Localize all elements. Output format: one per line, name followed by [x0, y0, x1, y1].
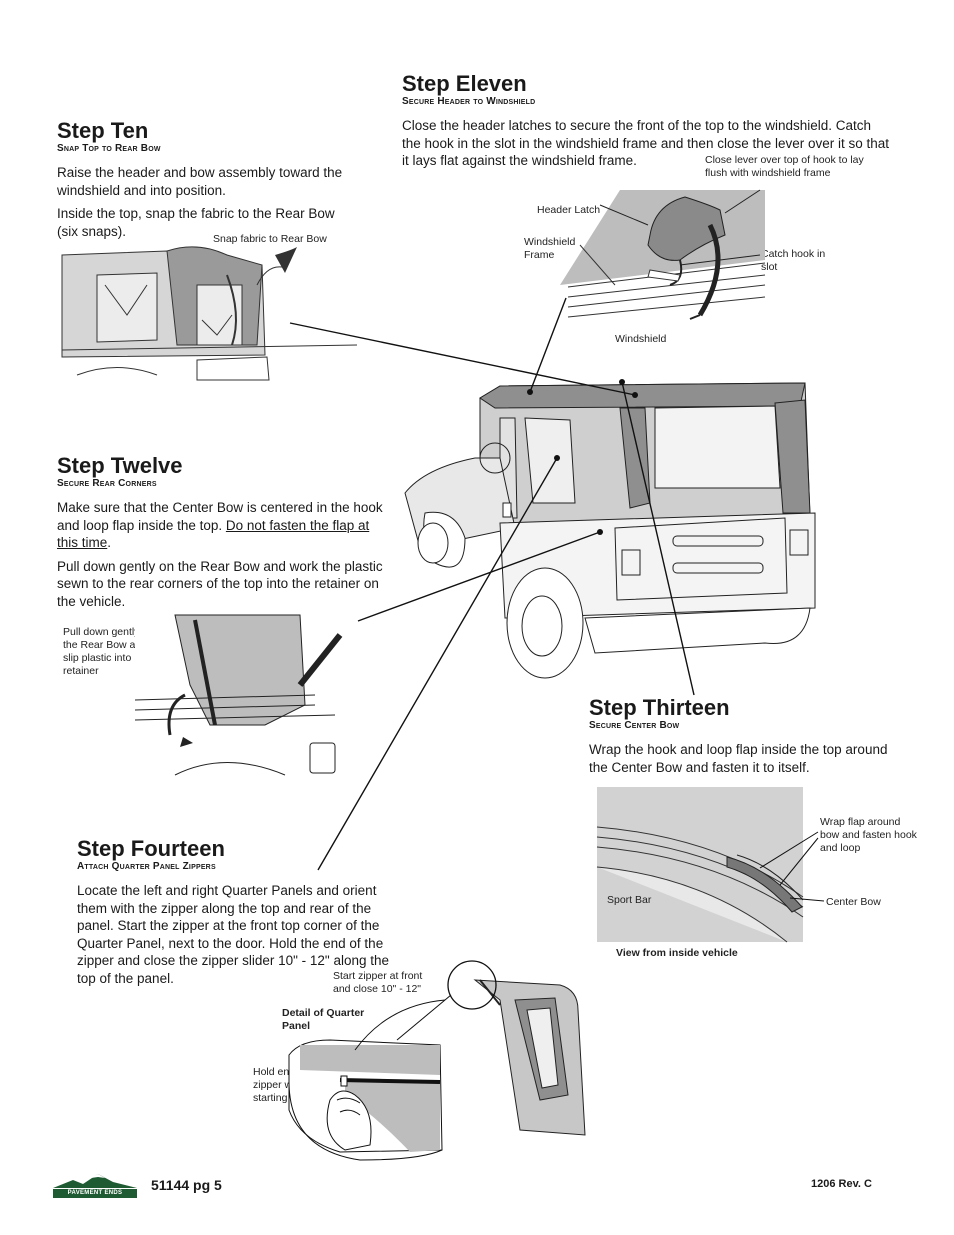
step-twelve-subtitle: Secure Rear Corners [57, 478, 157, 490]
page-number: 51144 pg 5 [151, 1177, 222, 1193]
step-twelve-p1-end: . [107, 535, 112, 551]
caption-windshield: Windshield [615, 333, 667, 345]
caption-start-zipper: Start zipper at front and close 10" - 12… [333, 970, 423, 996]
step-ten-illustration [61, 246, 358, 381]
caption-detail-quarter-panel: Detail of Quarter Panel [282, 1007, 365, 1033]
jeep-overview-illustration [404, 382, 816, 679]
step-thirteen-paragraph: Wrap the hook and loop flap inside the t… [589, 742, 888, 775]
caption-close-lever: Close lever over top of hook to lay flus… [705, 154, 864, 180]
step-thirteen-subtitle: Secure Center Bow [589, 720, 680, 732]
caption-sport-bar: Sport Bar [607, 894, 652, 906]
step-twelve-caption: Pull down gently on the Rear Bow and sli… [63, 626, 155, 678]
step-eleven-subtitle: Secure Header to Windshield [402, 96, 536, 108]
step-ten-subtitle: Snap Top to Rear Bow [57, 143, 161, 155]
logo-text: PAVEMENT ENDS [67, 1190, 123, 1196]
step-ten-title: Step Ten [57, 118, 149, 143]
step-eleven-section: Step Eleven Secure Header to Windshield … [402, 71, 902, 176]
step-eleven-paragraph: Close the header latches to secure the f… [402, 118, 890, 169]
step-thirteen-section: Step Thirteen Secure Center Bow Wrap the… [589, 695, 889, 782]
caption-windshield-frame: Windshield Frame [524, 236, 576, 262]
step-fourteen-paragraph: Locate the left and right Quarter Panels… [77, 883, 390, 986]
step-fourteen-subtitle: Attach Quarter Panel Zippers [77, 861, 216, 873]
caption-center-bow: Center Bow [826, 896, 881, 908]
step-twelve-p1-start: Make sure that the Center Bow is centere… [57, 500, 383, 533]
pavement-ends-logo [53, 1174, 137, 1198]
step-twelve-paragraph-1: Make sure that the Center Bow is centere… [57, 499, 387, 552]
step-fourteen-section: Step Fourteen Attach Quarter Panel Zippe… [77, 836, 397, 993]
caption-header-latch: Header Latch [537, 204, 601, 216]
step-ten-section: Step Ten Snap Top to Rear Bow Raise the … [57, 118, 367, 246]
caption-view-inside: View from inside vehicle [616, 947, 738, 959]
step-ten-paragraph-1: Raise the header and bow assembly toward… [57, 165, 343, 198]
step-ten-paragraph-2: Inside the top, snap the fabric to the R… [57, 206, 335, 239]
step-ten-caption: Snap fabric to Rear Bow [213, 233, 327, 245]
step-twelve-p1-underline: Do not fasten the flap at this time [57, 517, 370, 551]
step-twelve-title: Step Twelve [57, 453, 183, 478]
step-eleven-title: Step Eleven [402, 71, 527, 96]
caption-catch-hook: Catch hook in slot [761, 248, 826, 274]
step-thirteen-title: Step Thirteen [589, 695, 730, 720]
step-twelve-section: Step Twelve Secure Rear Corners Make sur… [57, 453, 387, 616]
step-fourteen-title: Step Fourteen [77, 836, 225, 861]
revision: 1206 Rev. C [811, 1178, 872, 1190]
step-twelve-paragraph-2: Pull down gently on the Rear Bow and wor… [57, 558, 383, 609]
step-eleven-illustration [560, 189, 766, 320]
step-twelve-illustration [134, 614, 343, 776]
caption-wrap-flap: Wrap flap around bow and fasten hook and… [820, 816, 917, 855]
step-thirteen-illustration [596, 787, 804, 943]
